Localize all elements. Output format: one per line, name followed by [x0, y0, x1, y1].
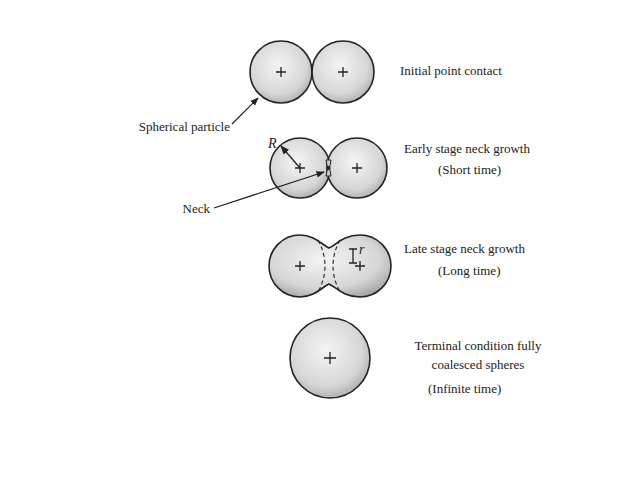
time-label: (Short time) [438, 161, 501, 180]
stage-label: Late stage neck growth [404, 240, 525, 259]
dimension-label: r [359, 240, 364, 260]
time-label: (Long time) [438, 262, 500, 281]
part-label: Neck [183, 200, 210, 219]
stage-label: Terminal condition fully coalesced spher… [398, 337, 558, 375]
part-label: Spherical particle [139, 118, 230, 137]
stage-label: Initial point contact [400, 62, 502, 81]
time-label: (Infinite time) [428, 380, 501, 399]
stage-label: Early stage neck growth [404, 140, 530, 159]
dimension-label: R [268, 134, 277, 154]
